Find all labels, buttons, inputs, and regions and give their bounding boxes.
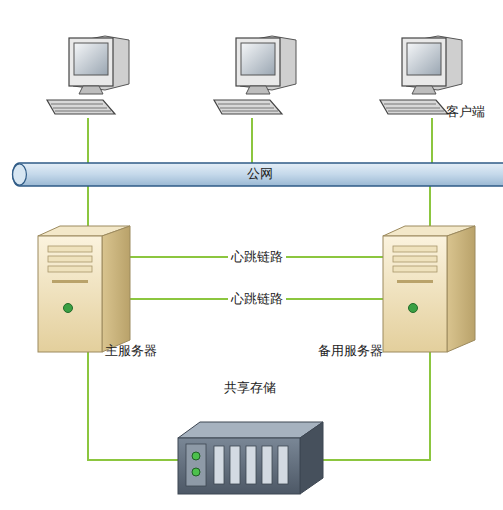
server-box-outline xyxy=(38,226,130,352)
client-computer xyxy=(380,36,462,114)
link-line xyxy=(429,186,431,226)
server-box: 备用服务器 xyxy=(383,226,475,352)
client-wire xyxy=(88,118,432,164)
server-box: 主服务器 xyxy=(38,226,130,352)
storage-box-outline xyxy=(178,422,323,494)
link-line xyxy=(323,352,430,460)
link-line xyxy=(88,352,178,460)
group-label: 客户端 xyxy=(446,104,485,120)
node-label: 共享存储 xyxy=(200,380,300,396)
client-computer xyxy=(47,36,129,114)
node-label: 公网 xyxy=(8,166,503,182)
link-label: 心跳链路 xyxy=(228,291,286,307)
storage-box: 共享存储 xyxy=(178,422,323,494)
node-label: 备用服务器 xyxy=(305,343,395,359)
network-band: 公网 xyxy=(8,163,503,186)
link-label: 心跳链路 xyxy=(228,249,286,265)
node-label: 主服务器 xyxy=(96,343,166,359)
client-computer xyxy=(214,36,296,114)
server-box-outline xyxy=(383,226,475,352)
link-line xyxy=(87,186,89,226)
